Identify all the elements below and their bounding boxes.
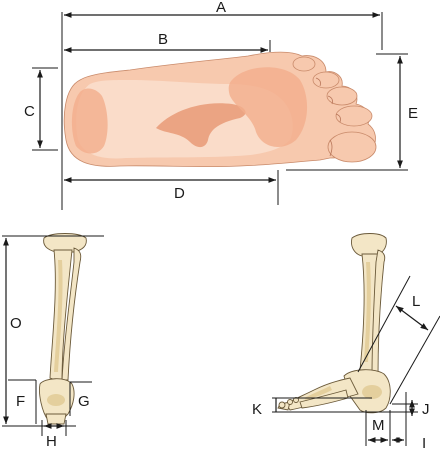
toe-3 [326, 86, 358, 106]
foot-sole-illustration [63, 51, 377, 168]
big-toe [327, 131, 377, 163]
ball-of-foot [228, 67, 308, 147]
toe-creases [315, 77, 341, 157]
foot-dimension-lines [32, 12, 408, 210]
label-K: K [252, 401, 262, 418]
label-E: E [408, 105, 418, 122]
label-O: O [10, 315, 22, 332]
leg-bones-front-view [39, 233, 87, 425]
label-M: M [372, 417, 385, 434]
label-L: L [412, 293, 420, 310]
toe-5 [292, 56, 316, 72]
label-F: F [16, 393, 25, 410]
arch-shape [156, 103, 246, 148]
toe-4 [312, 71, 340, 89]
label-D: D [174, 185, 185, 202]
leg-bones-side-view [277, 233, 391, 414]
heel-pad [71, 88, 108, 154]
measurement-labels: A B C D E F G H I J K L M [16, 0, 430, 452]
label-J: J [422, 401, 430, 418]
label-B: B [158, 31, 168, 48]
toe-2 [335, 105, 373, 127]
label-I: I [422, 435, 426, 452]
label-G: G [78, 393, 90, 410]
label-C: C [24, 103, 35, 120]
label-H: H [46, 433, 57, 450]
leg-front-dimension-lines [2, 235, 104, 436]
label-A: A [216, 0, 226, 16]
dimension-L [395, 305, 429, 331]
leg-side-dimension-lines [272, 275, 440, 446]
